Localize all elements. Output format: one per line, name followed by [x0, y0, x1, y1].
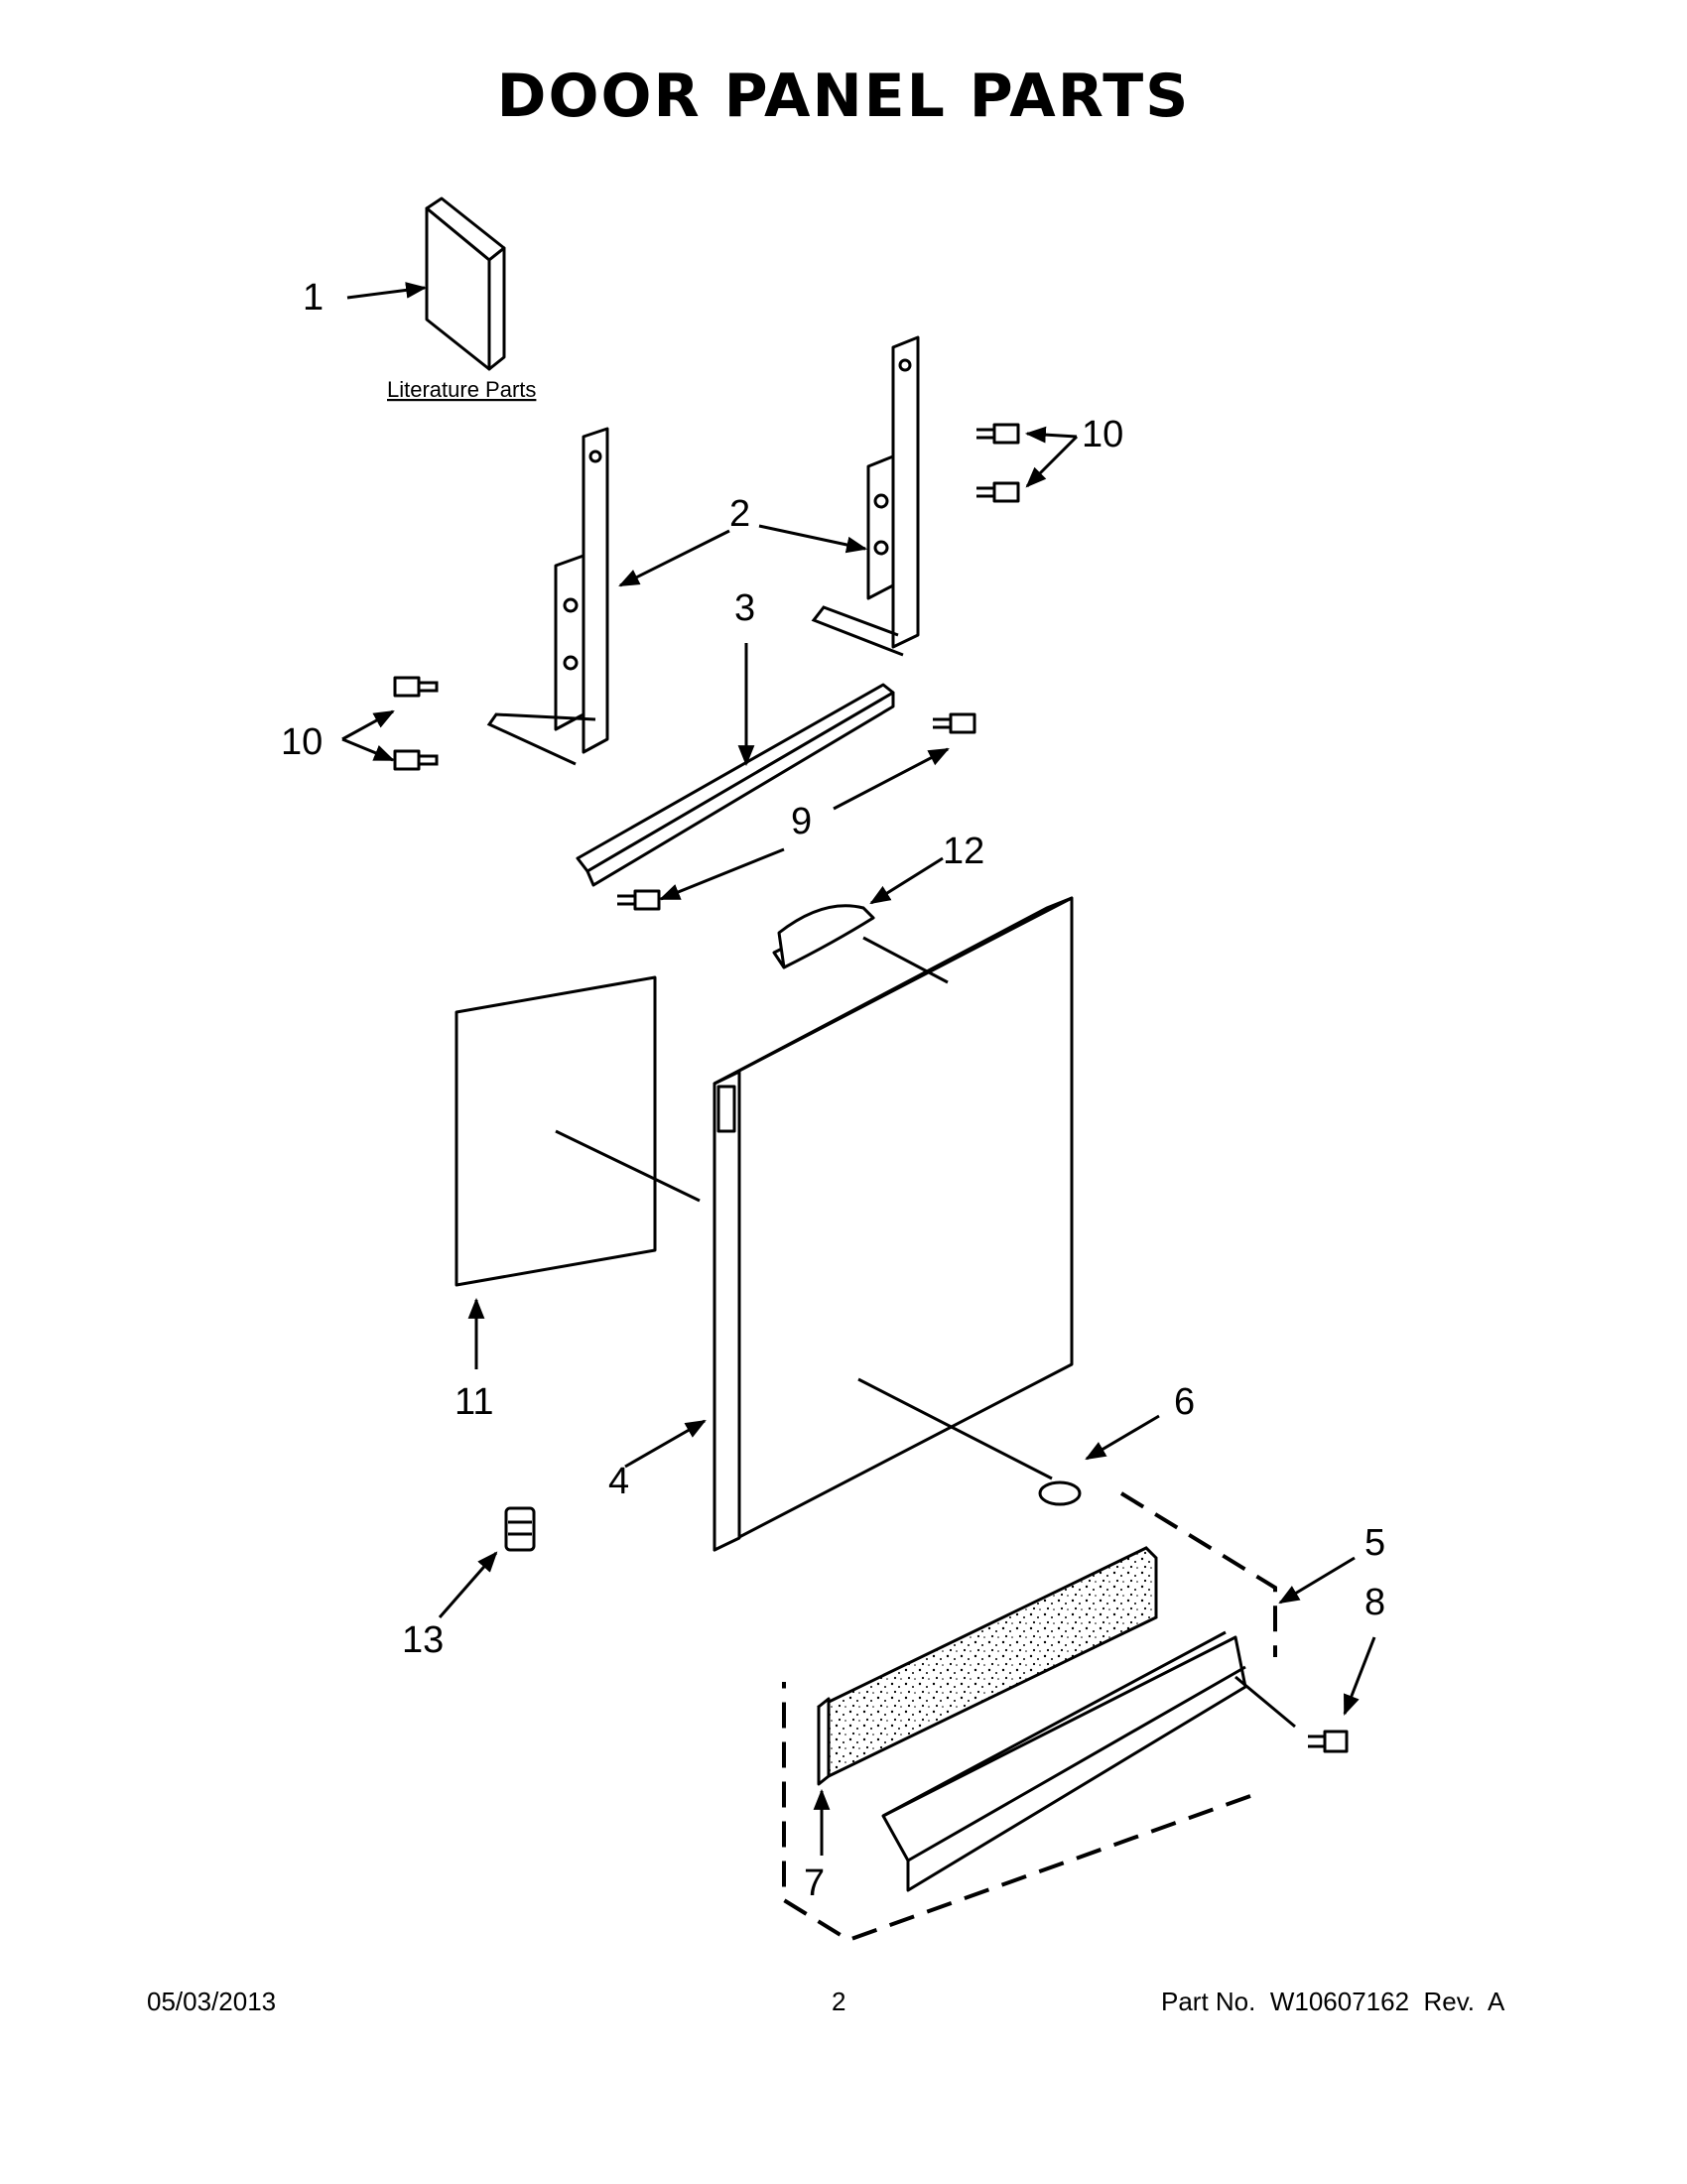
toe-panel-screw: [1308, 1730, 1349, 1753]
callout-3: 3: [734, 587, 755, 629]
left-hinge-bracket: [486, 427, 609, 766]
callout-12: 12: [943, 831, 984, 872]
screw-left-upper: [393, 676, 439, 698]
callout-9: 9: [791, 801, 812, 842]
callout-7: 7: [804, 1863, 825, 1904]
callout-5: 5: [1364, 1522, 1385, 1564]
callout-1: 1: [303, 277, 324, 319]
toe-panel-insulation: [817, 1546, 1158, 1786]
top-rail: [576, 683, 895, 887]
leader-lines: [341, 282, 1376, 1856]
literature-parts-label: Literature Parts: [387, 377, 536, 402]
callout-8: 8: [1364, 1582, 1385, 1623]
footer-date: 05/03/2013: [147, 1987, 277, 2016]
callout-10-right: 10: [1082, 414, 1123, 455]
door-handle: [772, 904, 875, 969]
page-title: DOOR PANEL PARTS: [496, 62, 1191, 131]
screw-rail-left: [617, 889, 661, 911]
literature-booklet: [425, 196, 506, 371]
footer-page-number: 2: [832, 1987, 846, 2016]
callout-13: 13: [402, 1619, 444, 1661]
outer-door-panel: [713, 896, 1074, 1552]
oval-plug: [1038, 1480, 1082, 1506]
callout-6: 6: [1174, 1381, 1195, 1423]
screw-rail-right: [933, 712, 976, 734]
callout-2: 2: [729, 493, 750, 535]
callout-4: 4: [608, 1461, 629, 1502]
screw-right-lower: [976, 481, 1020, 503]
callout-10-left: 10: [281, 721, 323, 763]
screw-left-lower: [393, 749, 439, 771]
toe-panel-assembly-outline: [782, 1491, 1277, 1943]
footer-part-number: Part No. W10607162 Rev. A: [1161, 1987, 1505, 2016]
screw-right-upper: [976, 423, 1020, 445]
right-hinge-bracket: [811, 335, 920, 657]
toe-panel: [881, 1630, 1247, 1892]
callout-11: 11: [454, 1381, 493, 1423]
panel-clip: [504, 1506, 536, 1552]
